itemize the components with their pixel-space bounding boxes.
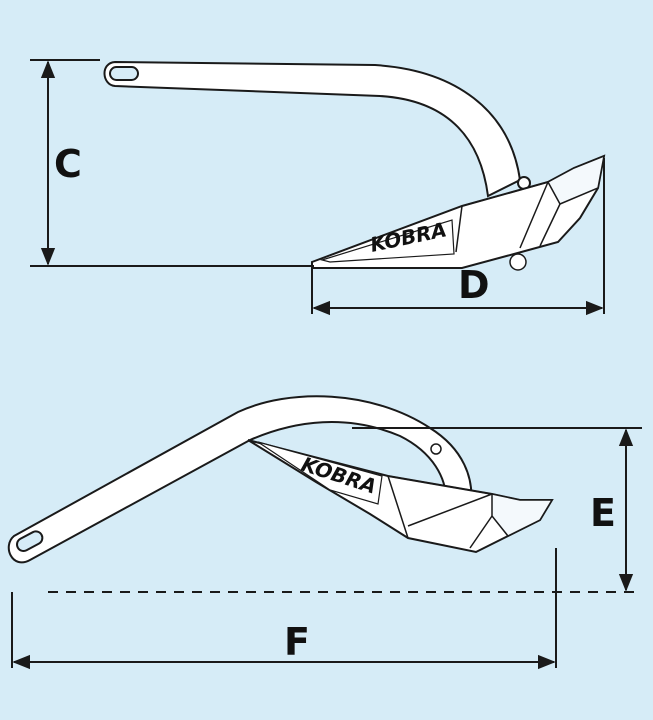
- bottom-shackle-hole: [15, 530, 44, 552]
- dim-c-label: C: [54, 142, 82, 186]
- top-anchor-view: KOBRA: [103, 60, 606, 271]
- dim-d-label: D: [458, 263, 490, 307]
- top-dimensions: C D: [30, 59, 605, 316]
- top-brand-plate: [319, 219, 455, 263]
- bottom-fluke-ribs: [387, 475, 493, 549]
- dim-e-label: E: [590, 491, 616, 535]
- bottom-brand-plate: [257, 441, 383, 505]
- bottom-anchor-view: KOBRA: [7, 395, 554, 564]
- top-roller: [509, 253, 527, 271]
- top-anchor-shank: [103, 60, 522, 198]
- bottom-dimensions: E F: [11, 427, 642, 670]
- dim-f-label: F: [284, 620, 310, 664]
- top-fluke-ribs: [455, 181, 561, 253]
- bottom-pivot-bolt: [430, 443, 442, 455]
- top-shackle-hole: [109, 66, 139, 81]
- top-fluke-tip: [546, 154, 605, 205]
